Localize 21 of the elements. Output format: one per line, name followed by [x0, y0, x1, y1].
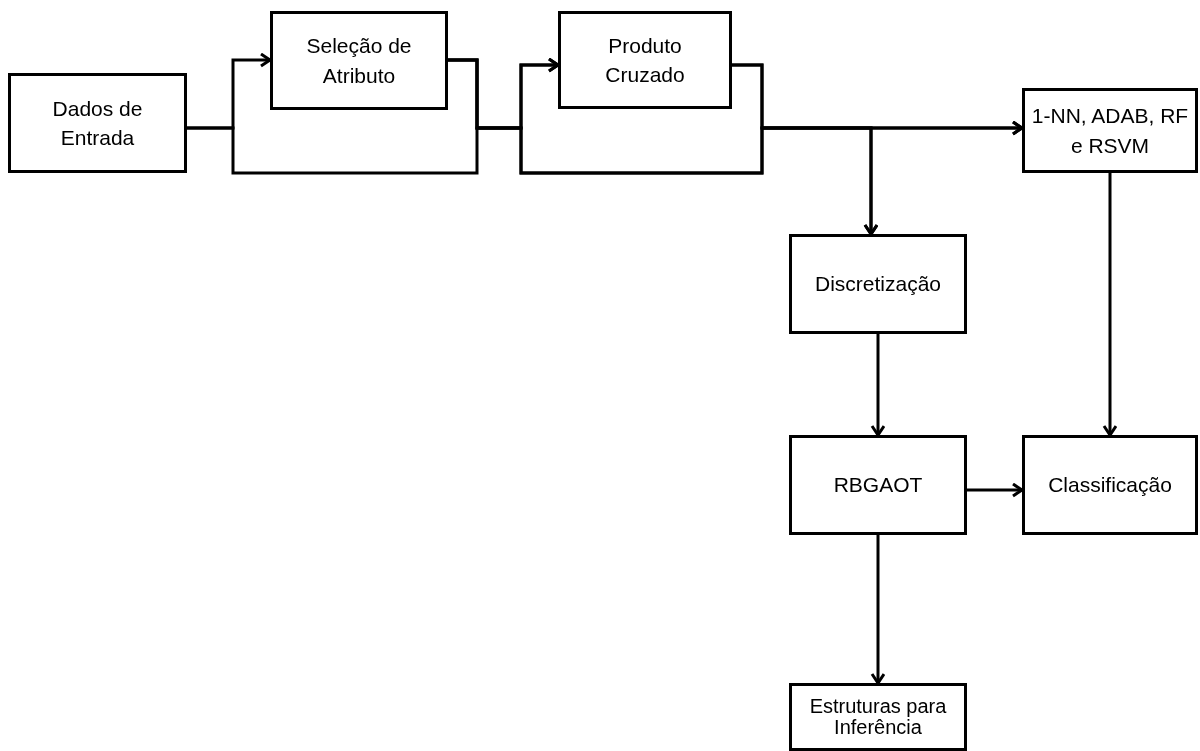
process-box	[789, 234, 967, 334]
box-label: Discretização	[814, 271, 941, 298]
box-label: 1-NN, ADAB, RF e RSVM	[1031, 103, 1189, 159]
process-box	[789, 435, 967, 535]
arrow	[870, 334, 886, 437]
arrow	[870, 535, 886, 685]
box-label: RBGAOT	[833, 472, 923, 499]
arrow	[448, 58, 879, 236]
box-label: Dados de Entrada	[51, 95, 144, 151]
process-box	[8, 73, 187, 173]
arrow	[967, 482, 1024, 498]
process-box	[1022, 88, 1198, 173]
box-label: Classificação	[1048, 472, 1172, 499]
process-box	[1022, 435, 1198, 535]
arrow	[1102, 173, 1118, 437]
box-label: Estruturas para Inferência	[808, 696, 948, 738]
box-label: Produto Cruzado	[604, 32, 686, 88]
process-box	[558, 11, 732, 109]
box-label: Seleção de Atributo	[305, 33, 413, 89]
process-box	[789, 683, 967, 751]
process-box	[270, 11, 448, 110]
